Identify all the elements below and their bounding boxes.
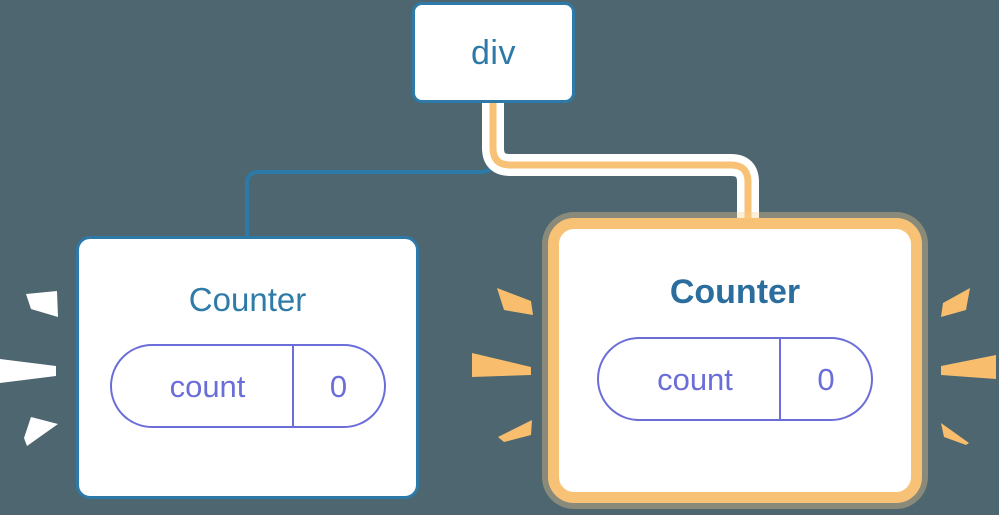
spark-ray	[498, 420, 532, 442]
counter-node-left-state-pill: count 0	[109, 344, 386, 428]
state-value: 0	[291, 346, 384, 426]
div-node[interactable]: div	[412, 2, 575, 103]
counter-node-right-state-pill: count 0	[597, 337, 873, 421]
spark-ray	[941, 288, 970, 317]
spark-ray	[472, 353, 531, 377]
edge-div-to-counter-right	[489, 99, 752, 240]
counter-node-right-label: Counter	[669, 273, 801, 311]
spark-ray	[941, 423, 969, 445]
spark-burst-left-outer	[0, 291, 58, 446]
spark-ray	[497, 288, 533, 315]
spark-ray	[0, 359, 56, 383]
div-node-label: div	[471, 33, 516, 72]
spark-burst-right-outer	[941, 288, 996, 445]
state-value: 0	[779, 339, 871, 419]
spark-ray	[24, 417, 58, 446]
spark-ray	[26, 291, 58, 317]
state-key: count	[169, 368, 246, 404]
counter-node-left-label: Counter	[188, 281, 307, 318]
spark-ray	[941, 355, 996, 379]
state-key: count	[657, 361, 733, 397]
counter-node-right[interactable]: Counter count 0	[548, 218, 922, 503]
spark-burst-right-inner	[472, 288, 533, 442]
counter-node-left[interactable]: Counter count 0	[76, 236, 419, 499]
